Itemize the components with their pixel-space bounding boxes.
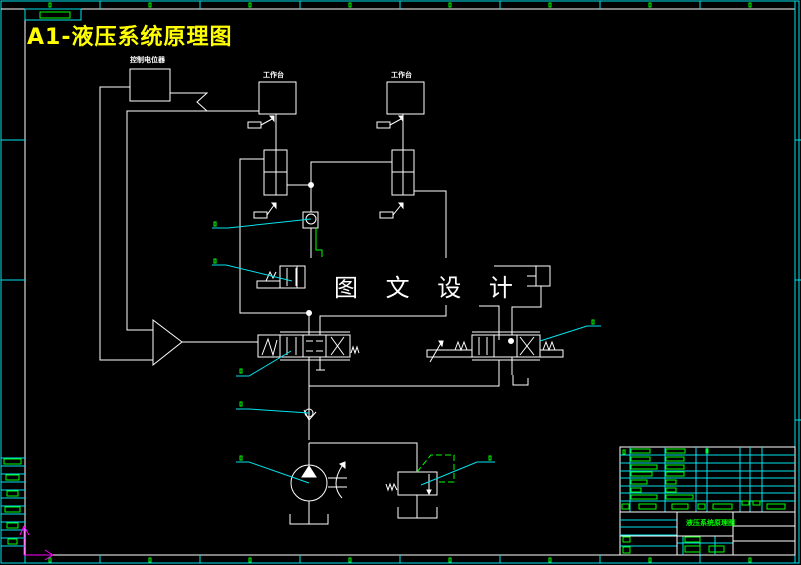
ucs-icon — [19, 525, 54, 561]
directional-valve-left — [257, 313, 360, 371]
pump-circuit — [289, 357, 500, 525]
directional-valve-right — [426, 331, 564, 386]
leader-tags — [213, 221, 595, 461]
title-block-drawing-name: 液压系统原理图 — [686, 519, 735, 527]
drawing-title: A1-液压系统原理图 — [27, 25, 233, 50]
worktable-label-1: 工作台 — [263, 71, 284, 79]
controller-label: 控制电位器 — [130, 56, 165, 64]
title-block — [619, 446, 796, 556]
watermark: 图 文 设 计 — [330, 268, 527, 303]
control-circuit — [99, 68, 425, 367]
cylinders — [239, 114, 447, 332]
left-revision-strip — [1, 457, 25, 547]
leader-lines — [212, 218, 601, 486]
worktable-label-2: 工作台 — [391, 71, 412, 79]
pressure-valve — [256, 265, 306, 289]
